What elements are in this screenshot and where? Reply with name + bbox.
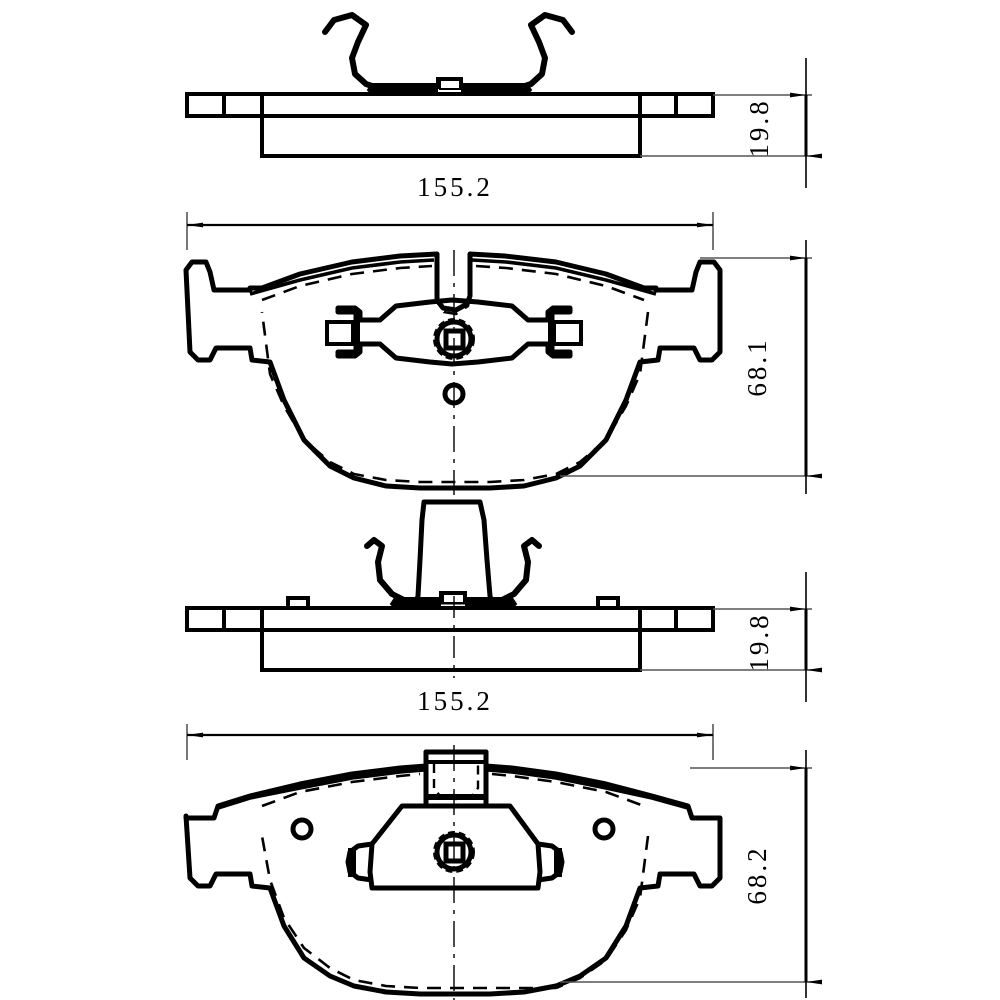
upper-friction-material-profile — [260, 116, 642, 158]
upper-boss-side-slots — [325, 320, 583, 346]
lower-sensor-tab-profile — [413, 499, 495, 605]
dim-label-lower-pad-height: 68.2 — [742, 845, 772, 904]
lower-plan-view: 68.2 — [183, 724, 822, 1000]
dim-label-upper-pad-height: 68.1 — [742, 337, 772, 396]
dim-upper-plan-width — [186, 212, 714, 250]
lower-friction-material-profile — [260, 630, 642, 672]
dim-label-upper-thickness: 19.8 — [744, 98, 774, 157]
lower-clip-spring — [364, 537, 542, 605]
upper-plan-view: 68.1 — [183, 212, 822, 495]
lower-edge-reference-lines — [640, 608, 812, 671]
upper-clip-spring — [322, 12, 575, 91]
upper-edge-reference-lines — [640, 94, 812, 157]
lower-friction-contour — [260, 772, 650, 990]
lower-center-boss — [367, 803, 543, 891]
upper-backing-plate-profile — [185, 92, 715, 118]
lower-friction-edge-band — [217, 768, 689, 810]
dim-label-lower-thickness: 19.8 — [744, 612, 774, 671]
lower-edge-view: 19.8 155.2 — [185, 499, 822, 716]
upper-friction-edge-band — [249, 258, 657, 296]
upper-clip-base — [366, 77, 533, 95]
upper-edge-view: 19.8 155.2 — [185, 12, 822, 202]
lower-side-pin-holes — [290, 817, 616, 841]
lower-pad-outline — [183, 749, 723, 997]
lower-plate-shoulder-tabs — [286, 596, 620, 608]
dim-label-upper-edge-width: 155.2 — [417, 172, 493, 202]
lower-backing-plate-profile — [185, 606, 715, 632]
dim-label-lower-edge-width: 155.2 — [417, 686, 493, 716]
lower-boss-side-lugs — [345, 841, 565, 883]
lower-sensor-tab-inner-dashed — [432, 764, 480, 801]
dim-lower-plan-width — [186, 724, 714, 760]
